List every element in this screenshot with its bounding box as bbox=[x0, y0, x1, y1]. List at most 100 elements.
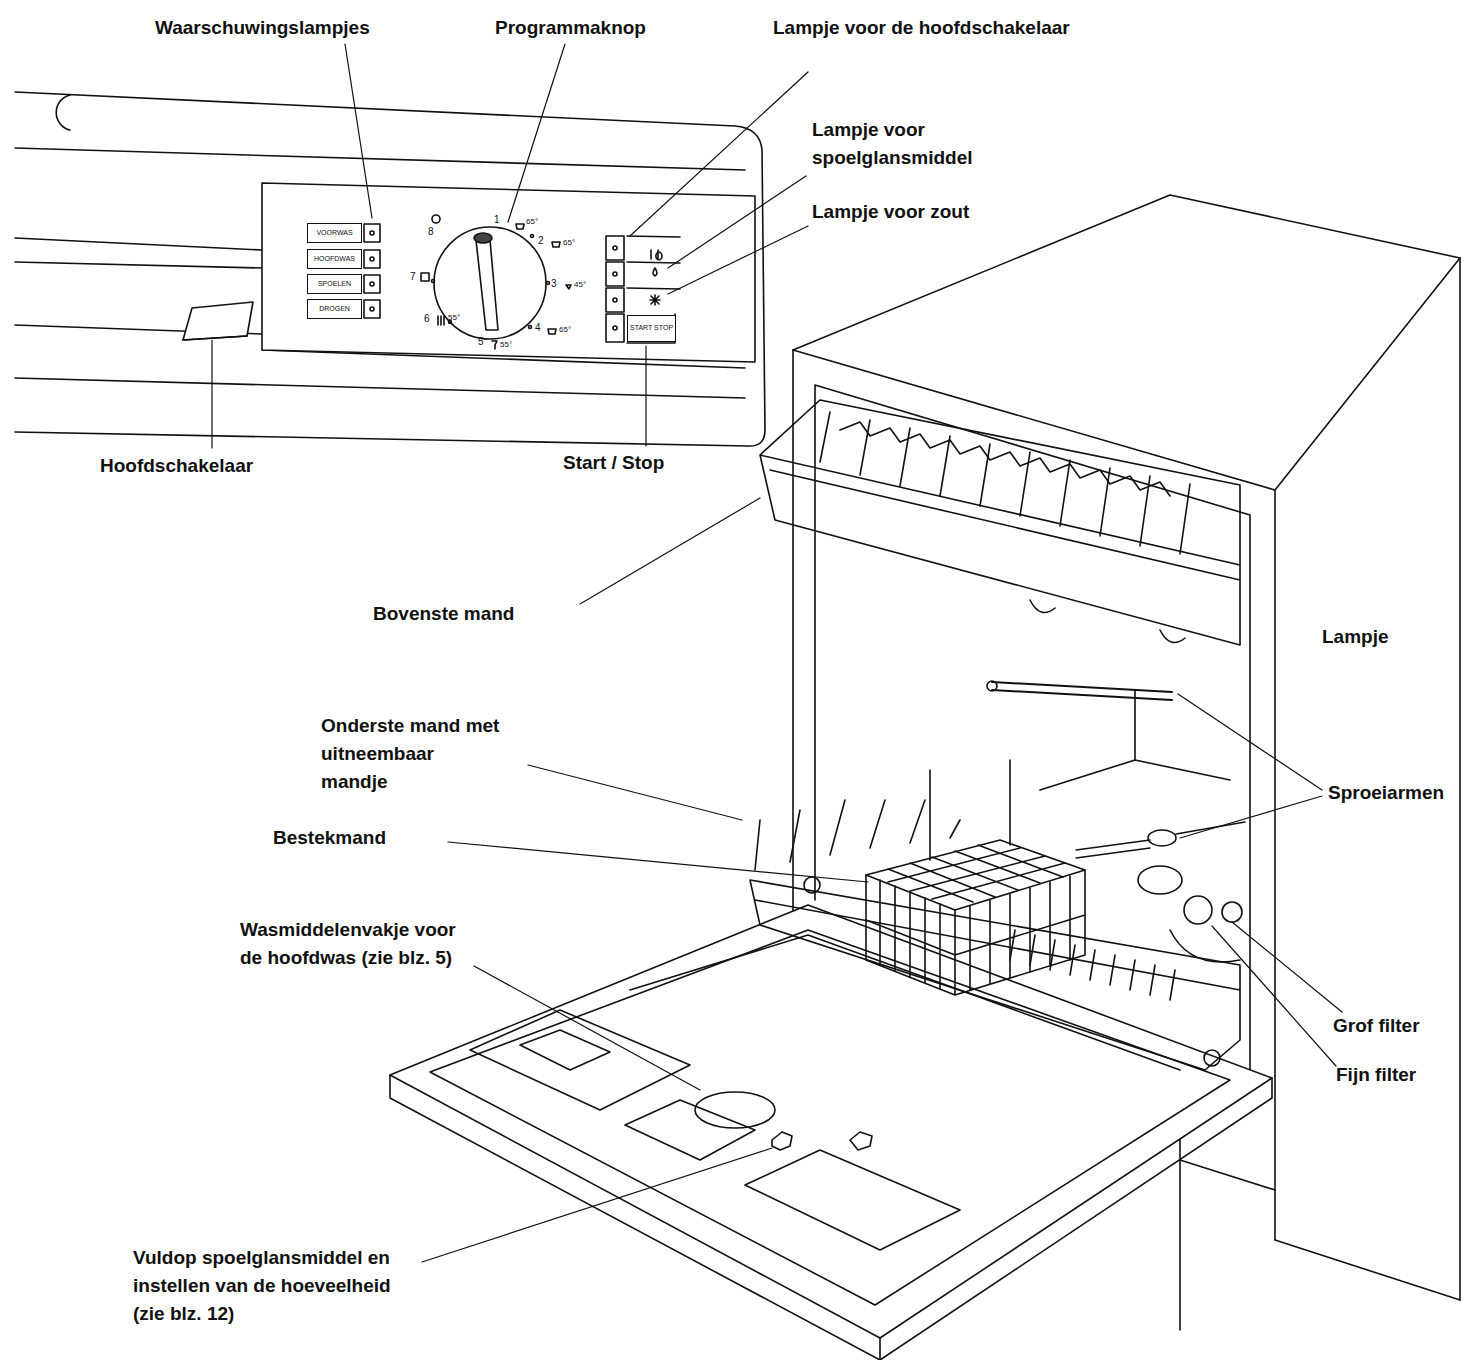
spray-arm bbox=[1076, 822, 1245, 858]
rinse-aid-symbol bbox=[653, 268, 657, 276]
program-number: 65° bbox=[559, 326, 571, 335]
rack-wheel bbox=[1204, 1050, 1220, 1066]
leader-line bbox=[1178, 694, 1322, 790]
program-icon bbox=[432, 215, 440, 223]
panel-button-label: DROGEN bbox=[307, 299, 362, 319]
part-label: Waarschuwingslampjes bbox=[155, 14, 370, 42]
main-switch bbox=[183, 302, 253, 340]
knob-grip bbox=[474, 233, 492, 243]
panel-outline bbox=[15, 92, 765, 446]
lamp-dot bbox=[613, 272, 617, 276]
part-label: Bovenste mand bbox=[373, 600, 514, 628]
cutlery-basket bbox=[866, 840, 1085, 910]
lamp-dot bbox=[613, 246, 617, 250]
panel-line bbox=[15, 148, 745, 170]
button-text: START STOP bbox=[630, 324, 673, 332]
part-label: Lampje voor spoelglansmiddel bbox=[812, 116, 1012, 172]
leader-line bbox=[1180, 796, 1322, 838]
button-text: HOOFDWAS bbox=[314, 255, 355, 263]
spray-arm bbox=[992, 682, 1172, 700]
knob-grip bbox=[476, 240, 498, 330]
leader-line bbox=[668, 176, 806, 268]
program-number: 7 bbox=[410, 271, 416, 282]
lamp bbox=[606, 314, 624, 342]
panel-corner bbox=[56, 95, 70, 130]
leader-lines bbox=[212, 44, 1342, 1262]
door-tray bbox=[745, 1150, 960, 1250]
panel-inner bbox=[262, 183, 755, 362]
program-icon bbox=[421, 273, 429, 281]
button-text: DROGEN bbox=[319, 305, 350, 313]
panel-button-label: HOOFDWAS bbox=[307, 249, 362, 269]
program-number: 65° bbox=[526, 218, 538, 227]
program-number: 55° bbox=[448, 314, 460, 323]
part-label: Programmaknop bbox=[495, 14, 646, 42]
program-number: 2 bbox=[538, 235, 544, 246]
leader-line bbox=[508, 44, 565, 222]
part-label: Hoofdschakelaar bbox=[100, 452, 253, 480]
panel-line bbox=[15, 262, 262, 268]
upper-rack bbox=[760, 400, 1240, 645]
part-label: Onderste mand met uitneembaar mandje bbox=[321, 712, 503, 796]
program-number: 55° bbox=[500, 341, 512, 350]
detergent-compartment bbox=[470, 1010, 690, 1110]
door-edge bbox=[390, 1075, 1272, 1360]
spray-hub bbox=[1138, 866, 1182, 894]
lamp bbox=[606, 236, 624, 260]
rinse-aid-cap bbox=[772, 1132, 792, 1150]
door bbox=[390, 905, 1272, 1338]
part-label: Lampje voor de hoofdschakelaar bbox=[773, 14, 1070, 42]
part-label: Fijn filter bbox=[1336, 1061, 1416, 1089]
lamp-dot bbox=[370, 307, 374, 311]
program-number: 65° bbox=[563, 239, 575, 248]
program-number: 1 bbox=[494, 214, 500, 225]
program-number: 8 bbox=[428, 226, 434, 237]
main-switch bbox=[183, 336, 247, 340]
coarse-filter bbox=[1184, 896, 1212, 924]
leader-line bbox=[422, 1148, 772, 1262]
cutlery-handle bbox=[930, 760, 1010, 860]
lamp-dot bbox=[613, 298, 617, 302]
lamp bbox=[606, 288, 624, 312]
cabinet bbox=[1275, 1240, 1460, 1300]
upper-rack-wire bbox=[1030, 600, 1185, 643]
leader-line bbox=[630, 72, 808, 236]
leader-line bbox=[474, 966, 700, 1090]
detergent-compartment bbox=[520, 1030, 610, 1070]
part-label: Grof filter bbox=[1333, 1012, 1420, 1040]
leader-line bbox=[211, 340, 212, 448]
upper-rack-wire bbox=[840, 422, 1170, 496]
cabinet bbox=[1180, 1120, 1275, 1330]
leader-line bbox=[345, 44, 372, 218]
part-label: Lampje bbox=[1322, 623, 1389, 651]
program-number: 4 bbox=[535, 322, 541, 333]
button-cell bbox=[627, 236, 680, 289]
leader-line bbox=[645, 346, 646, 446]
lamp bbox=[364, 300, 380, 318]
power-symbol bbox=[651, 250, 662, 260]
tub-back bbox=[1040, 690, 1230, 790]
knob-dot bbox=[531, 235, 534, 238]
knob-dot bbox=[432, 280, 435, 283]
spray-arm bbox=[987, 681, 997, 691]
door-knob bbox=[850, 1132, 872, 1150]
rack-wheel bbox=[804, 877, 820, 893]
door-inner bbox=[430, 930, 1230, 1305]
lamp-dot bbox=[370, 257, 374, 261]
detergent-lid bbox=[695, 1092, 775, 1128]
leader-line bbox=[1212, 926, 1336, 1066]
program-knob bbox=[434, 227, 546, 339]
lamp-dot bbox=[613, 326, 617, 330]
program-icon bbox=[552, 242, 560, 247]
program-icon bbox=[516, 224, 524, 229]
program-number: 6 bbox=[424, 313, 430, 324]
program-icon bbox=[492, 341, 497, 349]
detergent-lid bbox=[625, 1100, 755, 1160]
program-icon bbox=[566, 285, 571, 289]
part-label: Lampje voor zout bbox=[812, 198, 969, 226]
lamp bbox=[364, 275, 380, 293]
lamp-dot bbox=[370, 282, 374, 286]
lamp bbox=[606, 262, 624, 286]
program-number: 45° bbox=[574, 281, 586, 290]
